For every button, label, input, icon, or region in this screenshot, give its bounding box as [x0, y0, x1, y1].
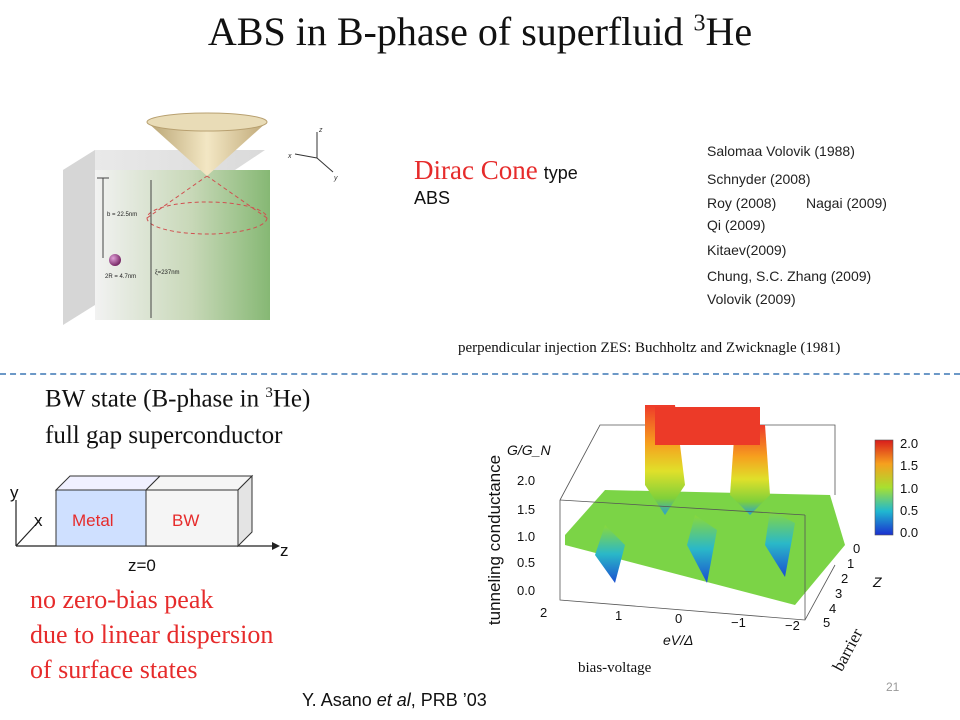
ref-item: Schnyder (2008): [707, 171, 811, 187]
plot-ztick: 2.0: [517, 473, 535, 488]
z0-label: z=0: [128, 556, 156, 575]
bias-voltage-label: bias-voltage: [578, 660, 652, 676]
note-line: no zero-bias peak: [30, 585, 214, 614]
plot-xtick: 0: [675, 611, 682, 626]
plot-ylabel: Z: [872, 574, 882, 590]
ref-item: Chung, S.C. Zhang (2009): [707, 268, 872, 284]
dirac-abs-text: ABS: [414, 188, 451, 208]
note-line: due to linear dispersion: [30, 620, 274, 649]
plot-ytick: 2: [841, 571, 848, 586]
junction-y-label: y: [10, 483, 19, 502]
junction-z-label: z: [280, 541, 289, 560]
plot-ztick: 1.0: [517, 529, 535, 544]
plot-ztick: 0.5: [517, 555, 535, 570]
colorbar-tick: 1.0: [900, 481, 918, 496]
colorbar-tick: 0.0: [900, 525, 918, 540]
plot-ytick: 5: [823, 615, 830, 630]
plot-ytick: 0: [853, 541, 860, 556]
colorbar-tick: 2.0: [900, 436, 918, 451]
b-label: b = 22.5nm: [107, 212, 137, 218]
junction-diagram: Metal BW y x z z=0: [10, 474, 289, 575]
colorbar-tick: 1.5: [900, 458, 918, 473]
plot-xlabel: eV/Δ: [663, 632, 693, 648]
junction-x-label: x: [34, 511, 43, 530]
metal-label: Metal: [72, 511, 114, 530]
ref-item: Volovik (2009): [707, 291, 796, 307]
page-number: 21: [886, 680, 900, 694]
ref-item: Qi (2009): [707, 217, 766, 233]
zes-note: perpendicular injection ZES: Buchholtz a…: [458, 340, 841, 356]
plot-ztick: 0.0: [517, 583, 535, 598]
plot-xtick: 2: [540, 605, 547, 620]
note-line: of surface states: [30, 655, 198, 684]
plot-xtick: −1: [731, 615, 746, 630]
plot-ytick: 3: [835, 586, 842, 601]
colorbar-tick: 0.5: [900, 503, 918, 518]
plot-xtick: −2: [785, 618, 800, 633]
colorbar: [874, 439, 894, 536]
axis-y-label: y: [333, 175, 338, 182]
ref-item: Salomaa Volovik (1988): [707, 143, 855, 159]
xi-label: ξ=237nm: [155, 270, 180, 276]
conductance-plot: G/G_N 2.0 1.5 1.0 0.5 0.0 2 1 0 −1 −2 eV…: [507, 405, 918, 648]
axis-x-label: x: [287, 153, 292, 160]
ref-item: Kitaev(2009): [707, 242, 787, 258]
r-label: 2R = 4.7nm: [105, 274, 136, 280]
bw-state-heading: BW state (B-phase in 3He): [45, 385, 311, 413]
particle: [109, 254, 121, 266]
plot-ytick: 1: [847, 556, 854, 571]
plot-zlabel: G/G_N: [507, 442, 551, 458]
tunneling-conductance-label: tunneling conductance: [485, 454, 504, 626]
slab-side: [63, 150, 95, 325]
plot-xtick: 1: [615, 608, 622, 623]
ref-item: Nagai (2009): [806, 195, 887, 211]
bw-label: BW: [172, 511, 199, 530]
citation: Y. Asano et al, PRB ’03: [302, 690, 487, 710]
bw-state-subheading: full gap superconductor: [45, 422, 283, 449]
dirac-cone-figure: b = 22.5nm ξ=237nm 2R = 4.7nm z x y: [63, 112, 338, 325]
page-title: ABS in B-phase of superfluid 3He: [207, 9, 753, 54]
plot-ztick: 1.5: [517, 502, 535, 517]
ref-item: Roy (2008): [707, 195, 777, 211]
section-divider: [0, 373, 960, 375]
plot-ytick: 4: [829, 601, 836, 616]
dirac-cone: [147, 122, 267, 176]
bw-block: [145, 489, 239, 547]
slab-front: [95, 170, 270, 320]
axis-z-label: z: [318, 127, 323, 134]
